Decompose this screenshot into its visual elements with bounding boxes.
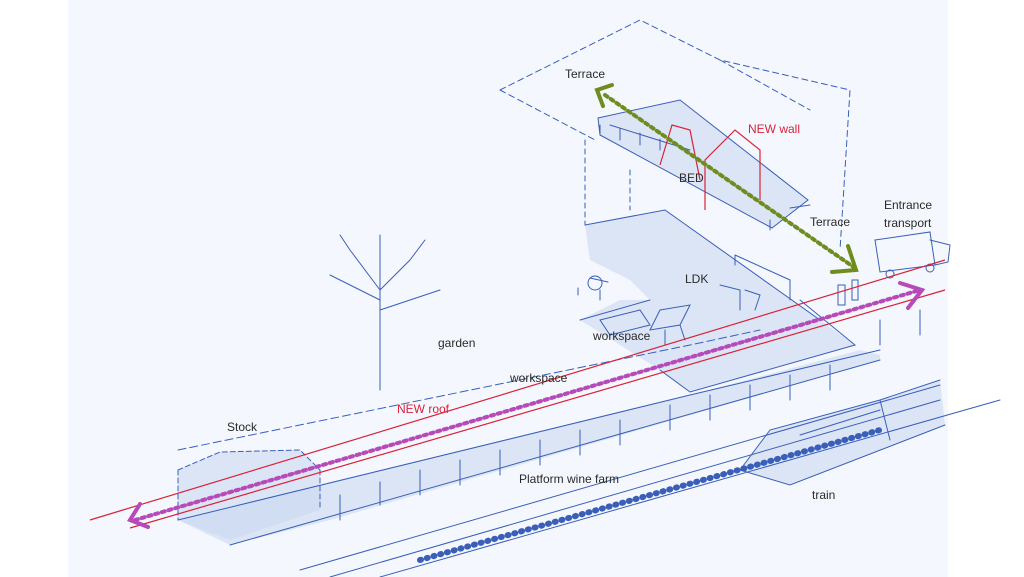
stock-building [177, 449, 321, 521]
green-arrow-head-top [594, 83, 614, 108]
label-terrace-right: Terrace [810, 215, 851, 229]
new-roof-line-2 [129, 289, 946, 529]
blue-sketch-lines [177, 19, 1001, 577]
label-train: train [812, 488, 836, 502]
truck-wheel-1 [885, 269, 895, 279]
bottles [837, 279, 859, 306]
train-fill [740, 380, 945, 485]
label-new-roof: NEW roof [397, 402, 450, 416]
workspace-desk [599, 309, 651, 336]
chairs [577, 277, 761, 311]
stock-fill [178, 450, 320, 540]
label-entrance-transport: Entrance transport [884, 198, 933, 230]
platform-fill [178, 350, 880, 545]
magenta-arrow-shaft [133, 288, 922, 522]
label-new-wall: NEW wall [748, 122, 801, 136]
platform-edge-bottom [229, 359, 881, 546]
table [649, 304, 691, 346]
train-body [739, 379, 946, 486]
label-workspace-upper: workspace [593, 329, 651, 343]
ldk-floor-fill [580, 210, 855, 392]
new-wall-2 [704, 129, 761, 210]
house-left-wall [584, 139, 631, 226]
round-table [587, 275, 603, 291]
label-workspace-lower: workspace [510, 371, 568, 385]
track-rail-1 [329, 399, 941, 577]
upper-railing [609, 124, 691, 151]
track-ties [417, 427, 883, 563]
magenta-arrow-head-left [127, 502, 150, 529]
label-garden: garden [438, 336, 476, 350]
label-bed: BED [679, 171, 704, 185]
truck [874, 231, 951, 273]
label-terrace-top: Terrace [565, 67, 606, 81]
new-roof-line-1 [89, 259, 946, 521]
label-stock: Stock [227, 420, 258, 434]
platform-edge-front [177, 349, 881, 521]
garden-tree [329, 234, 441, 391]
vine-posts [339, 309, 921, 521]
green-arrow-icon [594, 83, 859, 274]
platform-edge-top [177, 329, 761, 451]
ldk-counter [734, 254, 791, 301]
roof-outline [499, 19, 851, 251]
green-arrow-head-bottom [830, 244, 859, 274]
magenta-arrow-icon [127, 281, 926, 529]
lower-rail [379, 399, 1001, 577]
label-ldk: LDK [685, 272, 709, 286]
ldk-floor [579, 209, 857, 393]
green-arrow-shaft [603, 93, 857, 270]
track-rail-2 [299, 384, 941, 571]
magenta-arrow-head-right [898, 281, 926, 310]
upper-floor-edge [599, 124, 811, 231]
label-platform-wine-farm: Platform wine farm [519, 472, 620, 486]
